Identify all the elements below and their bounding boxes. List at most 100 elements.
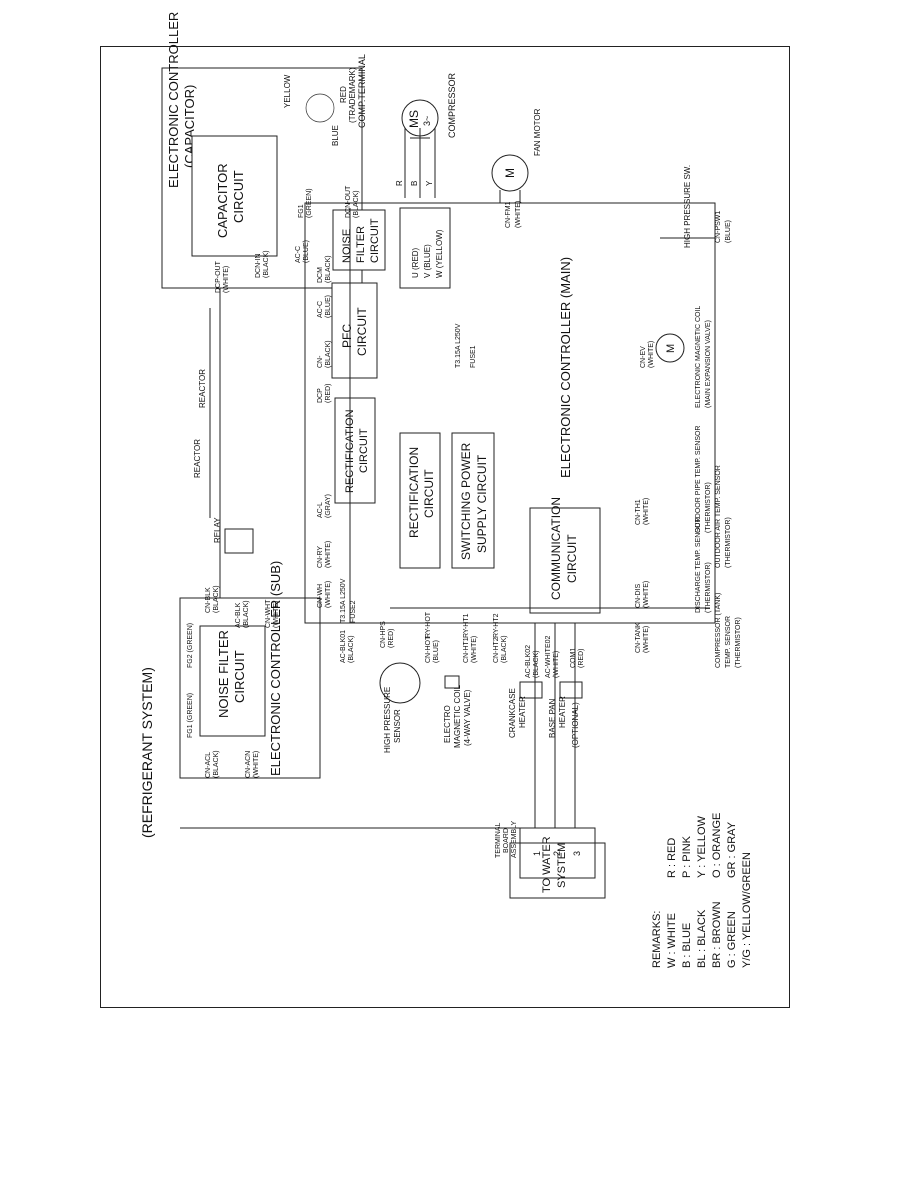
hp-sensor-label-2: SENSOR bbox=[393, 709, 402, 743]
pfc-circuit-box bbox=[331, 282, 378, 379]
capacitor-circuit-box bbox=[191, 135, 278, 257]
cn-tank-label: CN-TANK bbox=[635, 622, 642, 653]
com1-label: COM1 bbox=[570, 648, 577, 668]
com1-color: (RED) bbox=[578, 649, 585, 668]
diagram-frame bbox=[100, 46, 790, 1008]
relay-symbol bbox=[224, 528, 254, 554]
discharge-sensor-1: DISCHARGE TEMP. SENSOR bbox=[695, 518, 702, 613]
remarks-title: REMARKS: bbox=[651, 911, 663, 968]
cn-main-label: CN- bbox=[317, 355, 324, 368]
cn-th1-color: (WHITE) bbox=[643, 498, 650, 525]
acblk01-color: (BLACK) bbox=[348, 635, 355, 663]
remark-left-3: BR : BROWN bbox=[711, 901, 723, 968]
cn-hot-label: CN-HOT bbox=[425, 635, 432, 663]
acc2-label: AC-C bbox=[317, 301, 324, 318]
four-way-label-1: ELECTRO bbox=[443, 705, 452, 743]
fuse1-label: FUSE1 bbox=[470, 345, 477, 368]
cn-ht2-color: (BLACK) bbox=[501, 635, 508, 663]
noise-filter-sub-label-2: CIRCUIT bbox=[232, 650, 247, 703]
main-controller-box bbox=[304, 202, 716, 624]
fg1-label: FG1 bbox=[298, 204, 305, 218]
fg1-color: (GREEN) bbox=[306, 188, 313, 218]
switching-power-label-2: SUPPLY CIRCUIT bbox=[475, 454, 489, 553]
outdoor-air-sensor-2: (THERMISTOR) bbox=[725, 517, 732, 568]
remark-left-2: BL : BLACK bbox=[696, 909, 708, 968]
cn-hps-label: CN-HPS bbox=[380, 621, 387, 648]
crankcase-label-1: CRANKCASE bbox=[508, 688, 517, 738]
reactor-2-label: REACTOR bbox=[198, 369, 207, 408]
four-way-label-3: (4-WAY VALVE) bbox=[463, 689, 472, 746]
capacitor-controller-label-1: ELECTRONIC CONTROLLER bbox=[166, 12, 181, 188]
dcn-out-label: DCN-OUT bbox=[345, 185, 352, 218]
terminal-board-label-2: BOARD bbox=[503, 828, 510, 853]
water-system-label-2: SYSTEM bbox=[556, 843, 568, 888]
high-pressure-sw-label: HIGH PRESSURE SW. bbox=[683, 165, 692, 248]
fan-motor-symbol bbox=[491, 154, 529, 192]
terminal-1: 1 bbox=[532, 851, 542, 856]
communication-label-2: CIRCUIT bbox=[565, 534, 579, 583]
w-yellow-label: W (YELLOW) bbox=[435, 229, 444, 278]
ev-motor-m: M bbox=[665, 344, 677, 353]
fuse2-rating: T3.15A L250V bbox=[340, 578, 347, 623]
cn-dis-color: (WHITE) bbox=[643, 581, 650, 608]
fan-motor-m: M bbox=[503, 168, 517, 178]
compressor-label: COMPRESSOR bbox=[447, 72, 457, 138]
ry-hot-label: RY-HOT bbox=[425, 611, 432, 638]
diagram-title: (REFRIGERANT SYSTEM) bbox=[139, 667, 155, 838]
ac-white02-label: AC-WHITE02 bbox=[545, 636, 552, 679]
remark-left-4: G : GREEN bbox=[726, 911, 738, 968]
terminal-blue-label: BLUE bbox=[331, 125, 340, 146]
terminal-red-label: RED bbox=[339, 86, 348, 103]
crankcase-heater-symbol bbox=[519, 681, 543, 699]
remark-right-3: O : ORANGE bbox=[711, 813, 723, 878]
remark-left-1: B : BLUE bbox=[681, 923, 693, 968]
dcp-color: (RED) bbox=[325, 384, 332, 403]
dcm-color: (BLACK) bbox=[325, 255, 332, 283]
diagram-rotated-layer: (REFRIGERANT SYSTEM) ELECTRONIC CONTROLL… bbox=[139, 12, 753, 968]
acc2-color: (BLUE) bbox=[325, 295, 332, 318]
cn-wh-color: (WHITE) bbox=[325, 581, 332, 608]
tank-sensor-1: COMPRESSOR (TANK) bbox=[715, 593, 722, 668]
cn-psw1-color: (BLUE) bbox=[725, 220, 732, 243]
cn-main-color: (BLACK) bbox=[325, 340, 332, 368]
fg2-label: FG2 (GREEN) bbox=[187, 623, 194, 668]
acc-color: (BLUE) bbox=[303, 240, 310, 263]
rectification-circuit-1-box bbox=[334, 397, 376, 504]
noise-filter-main-box bbox=[332, 209, 386, 271]
main-controller-label: ELECTRONIC CONTROLLER (MAIN) bbox=[558, 257, 573, 478]
cn-blk-label: CN-BLK bbox=[205, 587, 212, 613]
crankcase-label-2: HEATER bbox=[518, 696, 527, 728]
dcn-out-color: (BLACK) bbox=[353, 190, 360, 218]
cn-blk-color: (BLACK) bbox=[213, 585, 220, 613]
ac-blk02-label: AC-BLK02 bbox=[525, 645, 532, 678]
capacitor-circuit-label-2: CIRCUIT bbox=[231, 170, 246, 223]
tank-sensor-3: (THERMISTOR) bbox=[735, 617, 742, 668]
ms-phase-label: 3~ bbox=[422, 116, 432, 126]
terminal-board bbox=[519, 827, 596, 879]
cn-ht1-label: CN-HT1 bbox=[463, 637, 470, 663]
terminal-2: 2 bbox=[552, 851, 562, 856]
ev-coil-label-1: ELECTRONIC MAGNETIC COIL bbox=[695, 306, 702, 408]
cn-wh-label: CN-WH bbox=[317, 584, 324, 608]
cn-tank-color: (WHITE) bbox=[643, 626, 650, 653]
v-blue-label: V (BLUE) bbox=[423, 244, 432, 278]
pfc-circuit-label-1: PFC bbox=[340, 324, 354, 348]
water-system-box bbox=[509, 842, 606, 899]
pfc-circuit-label-2: CIRCUIT bbox=[355, 307, 369, 356]
cn-ry-label: CN-RY bbox=[317, 546, 324, 568]
base-pan-heater-symbol bbox=[559, 681, 583, 699]
remark-left-0: W : WHITE bbox=[666, 913, 678, 968]
capacitor-controller-box bbox=[161, 67, 363, 289]
cn-fm1-color: (WHITE) bbox=[515, 201, 522, 228]
noise-filter-sub-label-1: NOISE FILTER bbox=[216, 630, 231, 718]
cn-ev-label: CN-EV bbox=[640, 346, 647, 368]
cn-acn-color: (WHITE) bbox=[253, 751, 260, 778]
ms-label: MS bbox=[407, 110, 421, 128]
noise-filter-main-label-2: FILTER bbox=[355, 226, 367, 263]
high-pressure-sensor-symbol bbox=[379, 662, 421, 704]
comp-terminal-label: COMP.TERMINAL bbox=[357, 54, 367, 128]
dcp-out-color: (WHITE) bbox=[223, 266, 230, 293]
remark-right-2: Y : YELLOW bbox=[696, 815, 708, 878]
discharge-sensor-2: (THERMISTOR) bbox=[705, 562, 712, 613]
